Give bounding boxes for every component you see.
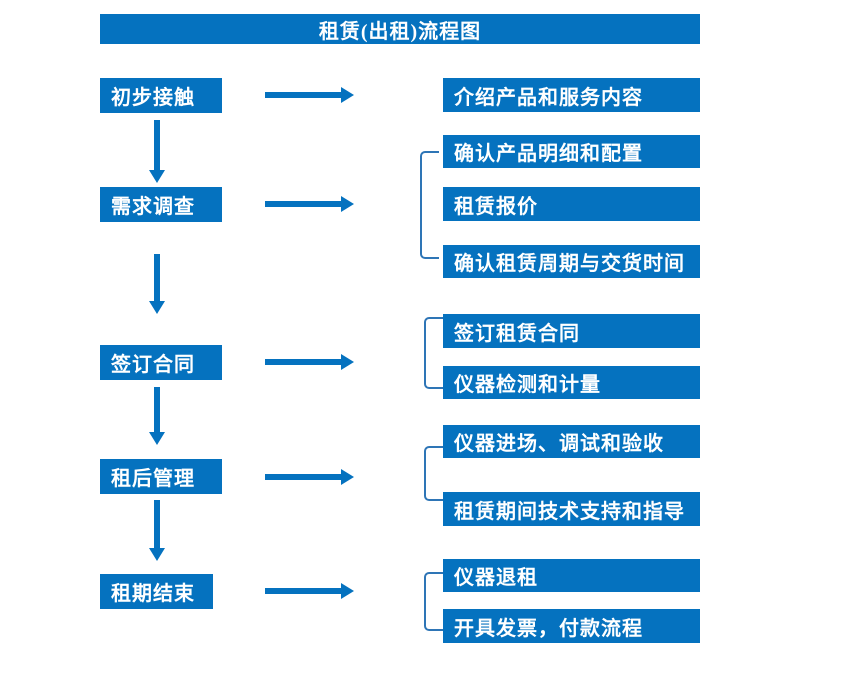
arrow-down-icon: [149, 500, 165, 561]
group-bracket-icon: [424, 572, 443, 631]
detail-box-confirm-product-config: 确认产品明细和配置: [443, 135, 700, 168]
group-bracket-icon: [424, 317, 443, 389]
detail-box-instrument-setup-acceptance: 仪器进场、调试和验收: [443, 425, 700, 458]
arrow-right-icon: [265, 469, 354, 485]
detail-box-confirm-period-delivery: 确认租赁周期与交货时间: [443, 245, 700, 278]
stage-box-sign-contract: 签订合同: [100, 345, 222, 380]
arrow-right-icon: [265, 583, 354, 599]
group-bracket-icon: [420, 151, 439, 259]
group-bracket-icon: [424, 446, 443, 501]
arrow-down-icon: [149, 254, 165, 314]
detail-box-instrument-testing: 仪器检测和计量: [443, 366, 700, 399]
stage-box-post-rental-management: 租后管理: [100, 459, 222, 494]
detail-box-rental-quote: 租赁报价: [443, 187, 700, 221]
stage-box-demand-survey: 需求调查: [100, 187, 222, 222]
arrow-right-icon: [265, 354, 354, 370]
arrow-down-icon: [149, 387, 165, 445]
arrow-right-icon: [265, 196, 354, 212]
stage-box-rental-end: 租期结束: [100, 574, 213, 609]
detail-box-invoice-payment: 开具发票，付款流程: [443, 609, 700, 643]
arrow-down-icon: [149, 120, 165, 183]
detail-box-sign-rental-contract: 签订租赁合同: [443, 314, 700, 348]
detail-box-technical-support: 租赁期间技术支持和指导: [443, 492, 700, 526]
flowchart-title: 租赁(出租)流程图: [100, 14, 700, 44]
detail-box-introduce-products: 介绍产品和服务内容: [443, 78, 700, 112]
detail-box-instrument-return: 仪器退租: [443, 559, 700, 592]
stage-box-initial-contact: 初步接触: [100, 78, 222, 113]
arrow-right-icon: [265, 87, 354, 103]
